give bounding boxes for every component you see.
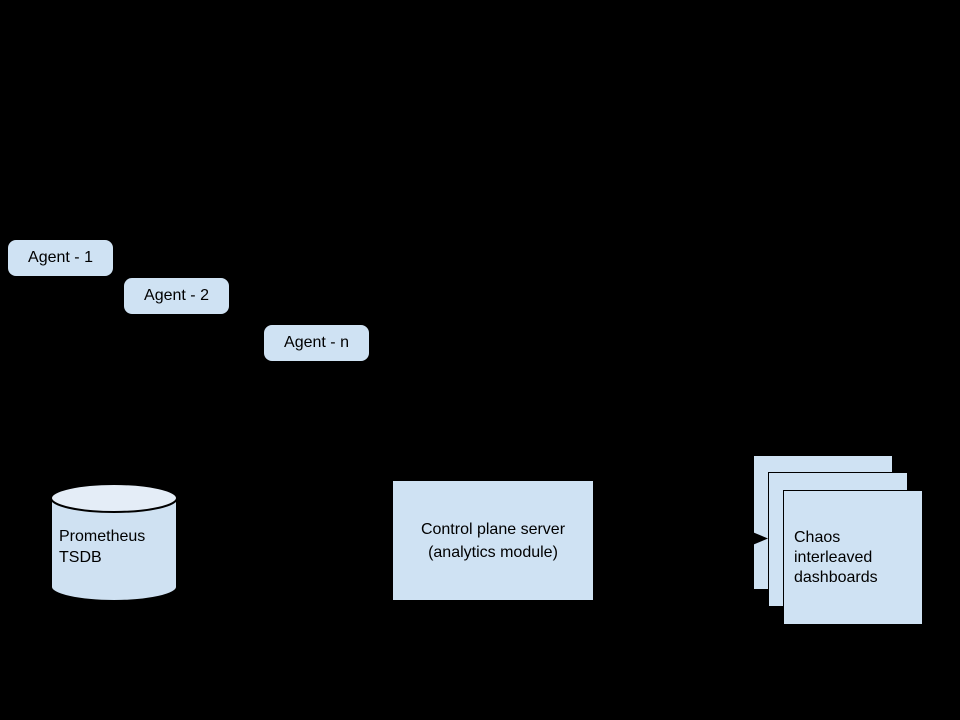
agent-1-label: Agent - 1 xyxy=(28,249,93,266)
agent-n-label: Agent - n xyxy=(284,334,349,351)
control-plane-server-label: Control plane server (analytics module) xyxy=(420,520,566,561)
database-cylinder-icon xyxy=(50,483,178,602)
control-plane-server-node: Control plane server (analytics module) xyxy=(393,481,593,600)
cylinder-top-shape xyxy=(50,483,178,513)
agent-2-node: Agent - 2 xyxy=(124,278,229,314)
arrow-head-icon xyxy=(750,531,768,546)
prometheus-tsdb-node xyxy=(50,483,178,603)
dashboard-card-front: Chaos interleaved dashboards xyxy=(783,490,923,625)
agent-1-node: Agent - 1 xyxy=(8,240,113,276)
agent-2-label: Agent - 2 xyxy=(144,287,209,304)
dashboards-label: Chaos interleaved dashboards xyxy=(794,528,878,586)
cylinder-body-shape xyxy=(50,498,178,602)
agent-n-node: Agent - n xyxy=(264,325,369,361)
prometheus-tsdb-label: Prometheus TSDB xyxy=(59,528,146,566)
server-to-dashboards-arrow xyxy=(593,531,768,546)
